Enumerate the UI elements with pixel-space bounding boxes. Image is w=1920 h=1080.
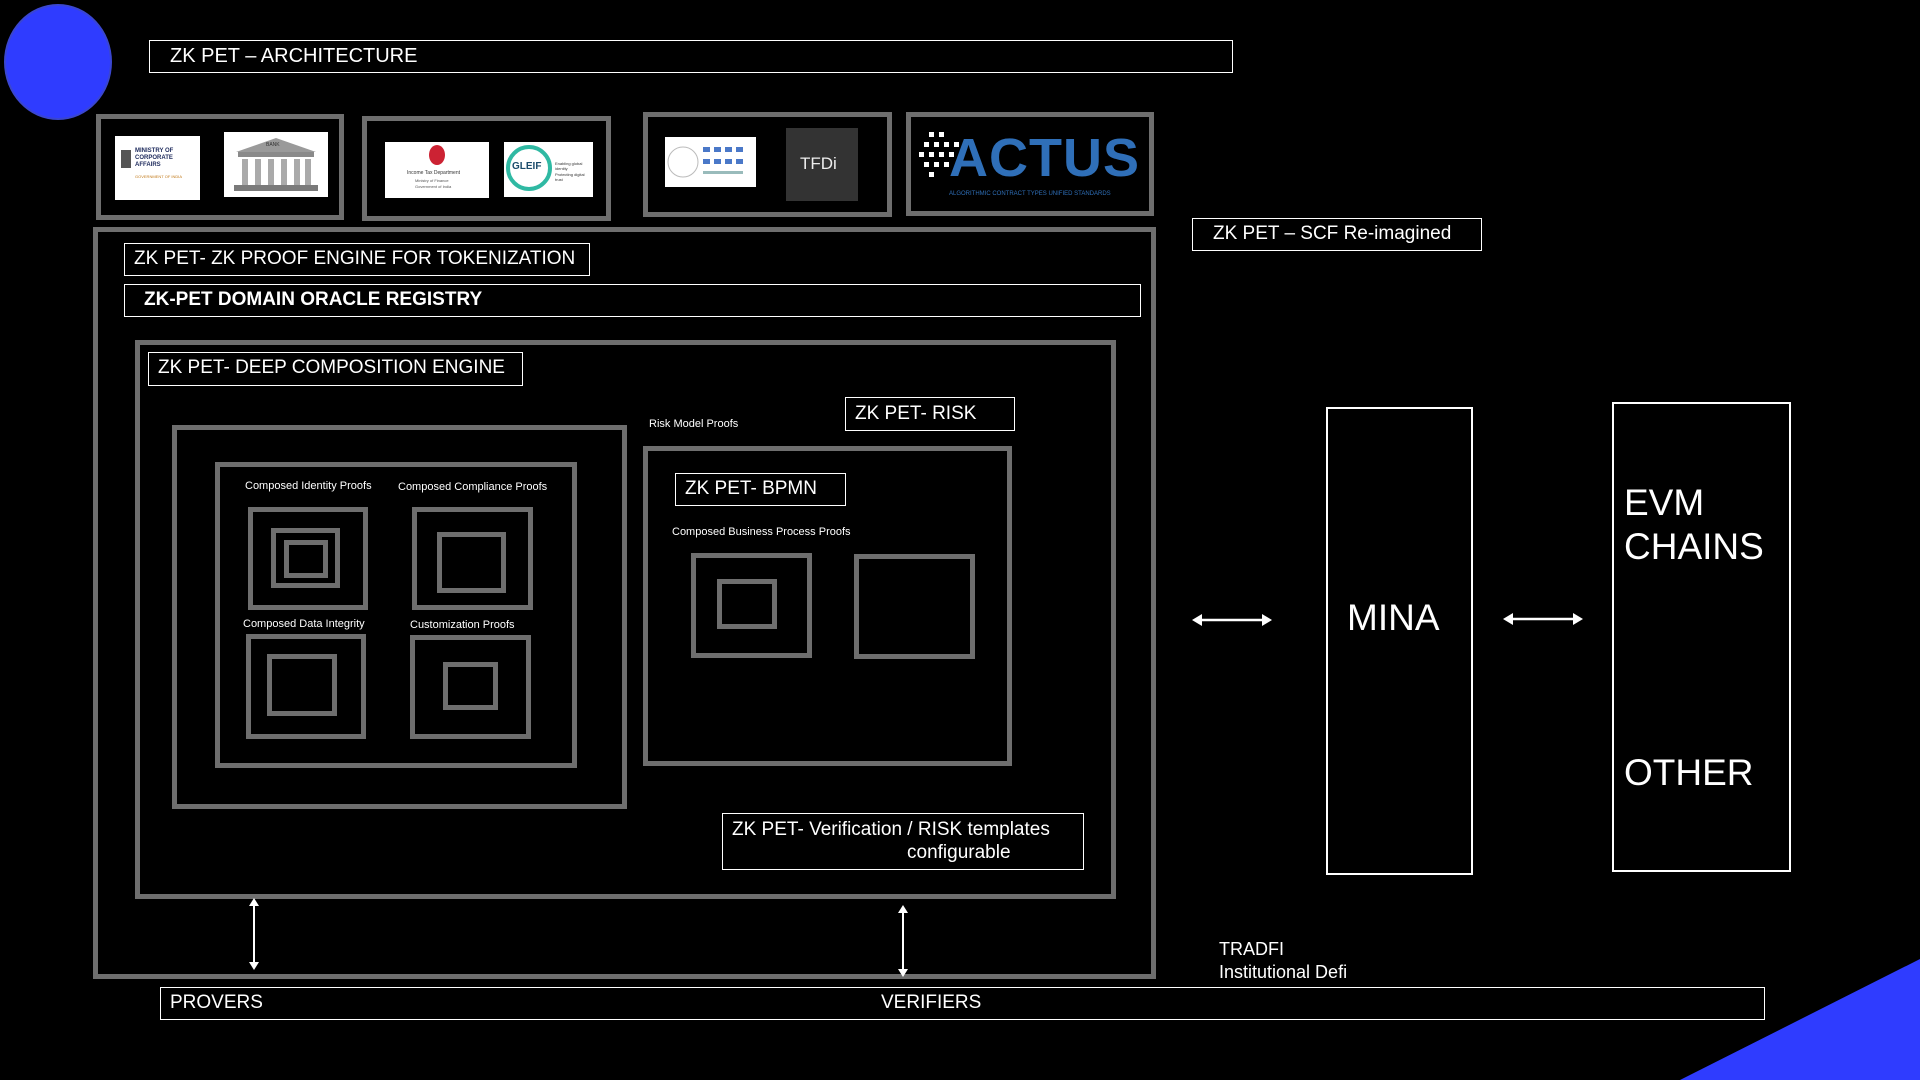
tradfi-label: TRADFI — [1219, 939, 1284, 959]
compliance-proofs-label: Composed Compliance Proofs — [398, 481, 548, 493]
tfdi-logo-text: TFDi — [800, 154, 837, 173]
risk-label: ZK PET- RISK — [855, 403, 977, 424]
scf-reimagined-box: ZK PET – SCF Re-imagined — [1192, 218, 1482, 251]
blue-circle-decoration — [4, 4, 112, 120]
composition-engine-frame — [135, 340, 1116, 899]
emblem-icon — [121, 150, 131, 168]
provers-verifiers-bar: PROVERS VERIFIERS — [160, 987, 1765, 1020]
bank-building-icon — [234, 138, 318, 191]
diagram-title: ZK PET – ARCHITECTURE — [170, 45, 418, 67]
dlt-network-logo — [665, 137, 756, 187]
income-tax-logo-subtext-1: Ministry of Finance — [415, 178, 449, 183]
evm-label-line1: EVM — [1624, 482, 1705, 523]
actus-tagline: ALGORITHMIC CONTRACT TYPES UNIFIED STAND… — [949, 191, 1111, 197]
composition-engine-label: ZK PET- DEEP COMPOSITION ENGINE — [158, 357, 505, 378]
oracle-registry-box: ZK-PET DOMAIN ORACLE REGISTRY — [124, 284, 1141, 317]
mina-label: MINA — [1347, 597, 1440, 638]
gleif-logo: GLEIF Enabling global identity Protectin… — [504, 142, 593, 197]
data-integrity-box — [246, 634, 366, 739]
data-integrity-label: Composed Data Integrity — [243, 618, 365, 630]
verification-templates-line1: ZK PET- Verification / RISK templates — [732, 819, 1050, 840]
gleif-tagline-1: Enabling global identity — [555, 161, 583, 171]
verification-templates-line2: configurable — [907, 842, 1011, 863]
logo-panel-actus: ACTUS ALGORITHMIC CONTRACT TYPES UNIFIED… — [906, 112, 1154, 216]
verification-templates-box: ZK PET- Verification / RISK templates co… — [722, 813, 1084, 870]
gleif-logo-text: GLEIF — [512, 161, 542, 172]
business-process-box-2 — [854, 554, 975, 659]
composed-proofs-outer-frame — [172, 425, 627, 809]
evm-label-line2: CHAINS — [1624, 526, 1764, 567]
mina-box: MINA — [1326, 407, 1473, 875]
gleif-ring-icon — [506, 145, 552, 191]
proof-engine-label: ZK PET- ZK PROOF ENGINE FOR TOKENIZATION — [134, 248, 576, 269]
income-tax-logo-text: Income Tax Department — [407, 170, 460, 176]
provers-label: PROVERS — [170, 992, 263, 1013]
provers-double-arrow — [249, 898, 259, 970]
emblem-icon — [429, 145, 445, 165]
logo-panel-regulators: MINISTRY OF CORPORATE AFFAIRS GOVERNMENT… — [96, 114, 344, 220]
proof-engine-frame — [93, 227, 1156, 979]
mca-logo-subtext: GOVERNMENT OF INDIA — [135, 174, 183, 179]
identity-proofs-core — [284, 540, 328, 578]
actus-pixel-icon — [919, 132, 959, 177]
gleif-tagline-2: Protecting digital trust — [555, 172, 585, 182]
diagram-title-box: ZK PET – ARCHITECTURE — [149, 40, 1233, 73]
logo-panel-trade: TFDi — [643, 112, 892, 217]
blue-triangle-decoration — [1680, 959, 1920, 1080]
network-nodes-icon — [667, 146, 743, 178]
evm-chains-box: EVM CHAINS OTHER — [1612, 402, 1791, 872]
risk-frame — [643, 446, 1012, 766]
verifiers-double-arrow — [898, 905, 908, 977]
other-chains-label: OTHER — [1624, 752, 1754, 793]
business-process-box-1 — [691, 553, 812, 658]
tfdi-logo: TFDi — [786, 128, 858, 201]
composition-engine-box: ZK PET- DEEP COMPOSITION ENGINE — [148, 352, 523, 386]
customization-proofs-label: Customization Proofs — [410, 619, 515, 631]
compliance-proofs-box — [412, 507, 533, 610]
bank-logo-text: BANK — [266, 142, 280, 148]
compliance-proofs-core — [437, 532, 506, 593]
risk-model-proofs-label: Risk Model Proofs — [649, 418, 739, 430]
engine-mina-double-arrow — [1192, 614, 1272, 626]
business-process-core-1 — [717, 579, 777, 629]
proof-engine-box: ZK PET- ZK PROOF ENGINE FOR TOKENIZATION — [124, 243, 590, 276]
identity-proofs-box — [248, 507, 368, 610]
income-tax-logo: Income Tax Department Ministry of Financ… — [385, 142, 489, 198]
institutional-defi-label: Institutional Defi — [1219, 962, 1348, 982]
bpmn-box: ZK PET- BPMN — [675, 473, 846, 506]
income-tax-logo-subtext-2: Government of India — [415, 184, 452, 189]
mca-logo: MINISTRY OF CORPORATE AFFAIRS GOVERNMENT… — [115, 136, 200, 200]
logo-panel-identity: Income Tax Department Ministry of Financ… — [362, 116, 611, 221]
mina-evm-double-arrow — [1503, 613, 1583, 625]
bank-logo: BANK — [224, 132, 328, 197]
business-process-proofs-label: Composed Business Process Proofs — [672, 526, 851, 538]
identity-proofs-mid — [271, 528, 340, 588]
composed-proofs-inner-frame — [215, 462, 577, 768]
bpmn-label: ZK PET- BPMN — [685, 478, 817, 499]
scf-reimagined-label: ZK PET – SCF Re-imagined — [1213, 223, 1452, 244]
tradfi-label-block: TRADFI Institutional Defi — [1219, 938, 1347, 984]
identity-proofs-label: Composed Identity Proofs — [245, 480, 372, 492]
data-integrity-core — [267, 654, 337, 716]
customization-proofs-box — [410, 635, 531, 739]
mca-logo-text: MINISTRY OF CORPORATE AFFAIRS — [135, 148, 174, 168]
verifiers-label: VERIFIERS — [881, 992, 982, 1013]
risk-box: ZK PET- RISK — [845, 397, 1015, 431]
oracle-registry-label: ZK-PET DOMAIN ORACLE REGISTRY — [144, 289, 483, 310]
customization-proofs-core — [443, 662, 498, 710]
actus-logo-text: ACTUS — [949, 128, 1140, 188]
